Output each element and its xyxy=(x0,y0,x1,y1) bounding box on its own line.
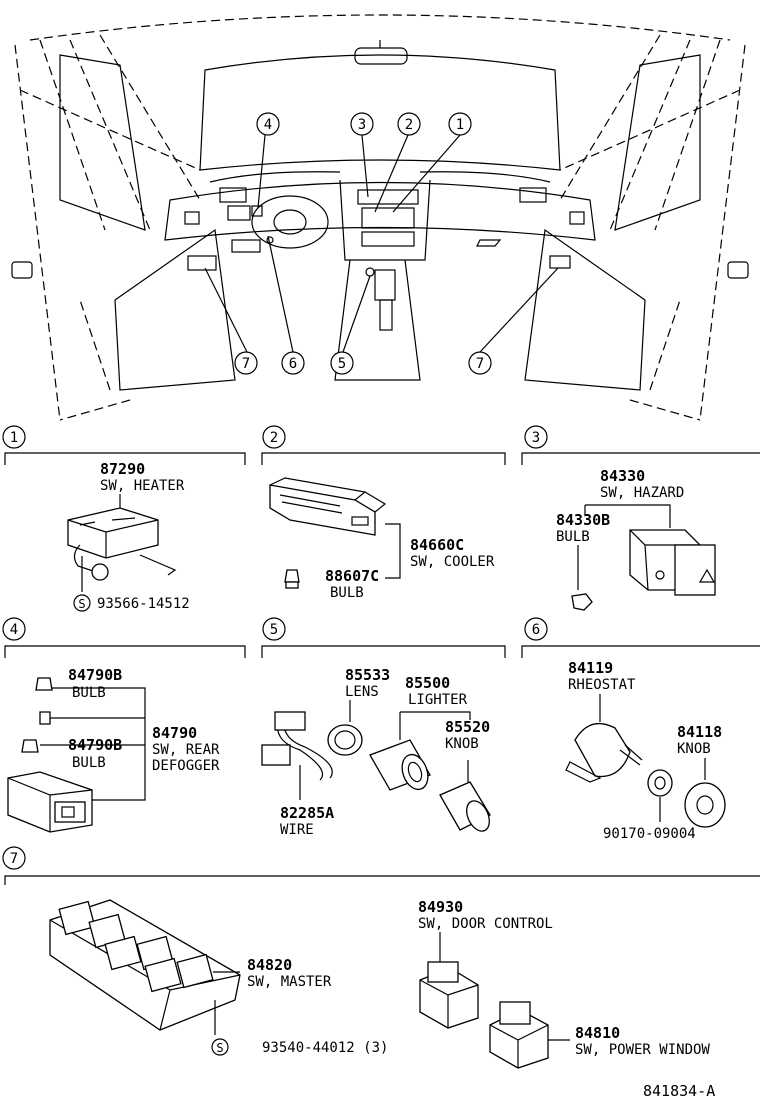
section-7-power-window: 84820 SW, MASTER S 93540-44012 (3) 84930… xyxy=(49,898,710,1069)
name-sw-master: SW, MASTER xyxy=(247,974,332,990)
name-bulb-3: BULB xyxy=(556,529,590,545)
heater-switch-drawing xyxy=(67,507,159,559)
section-5-lighter: 85533 LENS 85500 LIGHTER 85520 KNOB 8228… xyxy=(261,666,491,838)
part-84330B: 84330B xyxy=(556,511,610,529)
part-84790: 84790 xyxy=(152,724,197,742)
name-bulb-4a: BULB xyxy=(72,685,106,701)
callout-7-left: 7 xyxy=(242,356,250,372)
part-84790B-1: 84790B xyxy=(68,666,122,684)
name-bulb-4b: BULB xyxy=(72,755,106,771)
part-84810: 84810 xyxy=(575,1024,620,1042)
name-wire: WIRE xyxy=(280,822,314,838)
rheostat-drawing xyxy=(574,722,631,778)
part-84790B-2: 84790B xyxy=(68,736,122,754)
name-knob-5: KNOB xyxy=(445,736,479,752)
screw-93540-44012: 93540-44012 (3) xyxy=(262,1040,388,1056)
wire-connector-drawing xyxy=(274,711,306,731)
callout-3: 3 xyxy=(358,117,366,133)
section-callout-4: 4 xyxy=(10,622,18,638)
section-callout-3: 3 xyxy=(532,430,540,446)
part-84820: 84820 xyxy=(247,956,292,974)
name-defogger: DEFOGGER xyxy=(152,758,220,774)
part-84660C: 84660C xyxy=(410,536,464,554)
part-87290: 87290 xyxy=(100,460,145,478)
part-84930: 84930 xyxy=(418,898,463,916)
part-84118: 84118 xyxy=(677,723,722,741)
screw-93566-14512: 93566-14512 xyxy=(97,596,190,612)
name-lens: LENS xyxy=(345,684,379,700)
part-84119: 84119 xyxy=(568,659,613,677)
part-82285A: 82285A xyxy=(280,804,334,822)
name-sw-power-window: SW, POWER WINDOW xyxy=(575,1042,710,1058)
diagram-id: 841834-A xyxy=(643,1082,715,1100)
name-rheostat: RHEOSTAT xyxy=(568,677,636,693)
name-sw-heater: SW, HEATER xyxy=(100,478,185,494)
name-lighter: LIGHTER xyxy=(408,692,468,708)
callout-5: 5 xyxy=(338,356,346,372)
part-85500: 85500 xyxy=(405,674,450,692)
section-dividers xyxy=(4,452,760,885)
part-84330: 84330 xyxy=(600,467,645,485)
part-85533: 85533 xyxy=(345,666,390,684)
section-3-hazard-switch: 84330 SW, HAZARD 84330B BULB xyxy=(556,467,716,611)
name-sw-cooler: SW, COOLER xyxy=(410,554,495,570)
name-sw-rear: SW, REAR xyxy=(152,742,220,758)
section-1-heater-switch: 87290 SW, HEATER S 93566-14512 xyxy=(67,460,190,612)
section-callout-7: 7 xyxy=(10,851,18,867)
s-mark-7: S xyxy=(216,1041,223,1055)
name-sw-hazard: SW, HAZARD xyxy=(600,485,684,501)
section-2-cooler-switch: 84660C SW, COOLER 88607C BULB xyxy=(269,477,495,601)
section-4-rear-defogger: 84790B BULB 84790B BULB 84790 SW, REAR D… xyxy=(7,666,220,833)
callout-4: 4 xyxy=(264,117,272,133)
name-bulb-2: BULB xyxy=(330,585,364,601)
callout-2: 2 xyxy=(405,117,413,133)
section-callout-5: 5 xyxy=(270,622,278,638)
car-interior-illustration: 4 3 2 1 7 6 5 7 xyxy=(11,14,749,421)
name-sw-door-control: SW, DOOR CONTROL xyxy=(418,916,553,932)
name-knob-6: KNOB xyxy=(677,741,711,757)
nut-90170-09004: 90170-09004 xyxy=(603,826,696,842)
section-6-rheostat: 84119 RHEOSTAT 84118 KNOB 90170-09004 xyxy=(565,659,726,842)
callout-7-right: 7 xyxy=(476,356,484,372)
section-callout-2: 2 xyxy=(270,430,278,446)
section-callout-6: 6 xyxy=(532,622,540,638)
s-mark-1: S xyxy=(78,597,85,611)
part-85520: 85520 xyxy=(445,718,490,736)
section-callout-1: 1 xyxy=(10,430,18,446)
part-88607C: 88607C xyxy=(325,567,379,585)
callout-6: 6 xyxy=(289,356,297,372)
callout-1: 1 xyxy=(456,117,464,133)
